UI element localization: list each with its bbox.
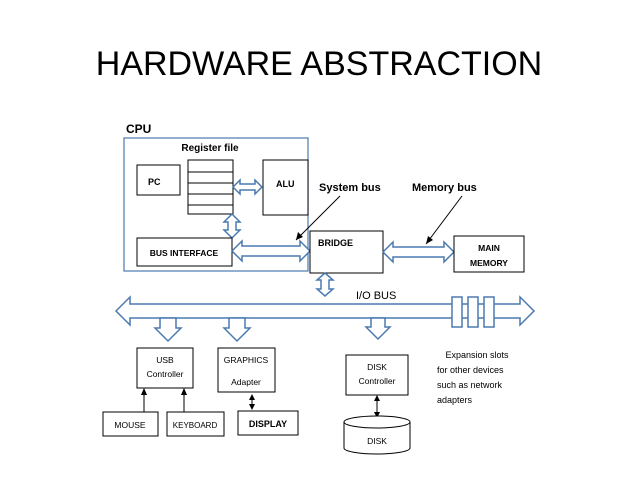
system-bus-label: System bus — [319, 182, 381, 194]
expansion-slots — [451, 296, 495, 328]
alu-box — [262, 159, 309, 216]
usb-label-line2: Controller — [147, 369, 184, 379]
register-file — [187, 159, 234, 215]
disk-cylinder — [343, 415, 411, 455]
display-link-head-top — [249, 394, 255, 400]
mouse-link-head — [141, 388, 147, 395]
expansion-text-line1: Expansion slots — [445, 350, 509, 360]
keyboard-label: KEYBOARD — [173, 421, 218, 430]
expansion-text-line3: such as network — [437, 380, 503, 390]
system-bus-arrow — [230, 239, 312, 263]
io-bus-arrow — [114, 295, 536, 327]
display-label: DISPLAY — [249, 419, 287, 429]
alu-label: ALU — [276, 179, 295, 189]
disk-down-arrow — [364, 317, 392, 341]
system-bus-pointer-head — [296, 232, 303, 240]
io-bus-label: I/O BUS — [356, 290, 396, 302]
display-box — [237, 410, 299, 436]
memory-bus-pointer-head — [426, 236, 433, 244]
disk-controller-box — [345, 354, 409, 396]
disk-label: DISK — [367, 436, 387, 446]
bus-interface-label: BUS INTERFACE — [150, 248, 219, 258]
register-file-label: Register file — [181, 143, 239, 154]
disk-link-head-top — [374, 395, 380, 401]
display-link-head-bottom — [249, 404, 255, 410]
main-memory-box — [453, 235, 525, 273]
main-memory-label-line2: MEMORY — [470, 258, 508, 268]
expansion-text-line2: for other devices — [437, 365, 504, 375]
memory-bus-arrow — [381, 240, 456, 264]
bridge-io-arrow — [315, 272, 335, 297]
usb-label-line1: USB — [156, 355, 174, 365]
usb-controller-box — [136, 347, 194, 389]
mouse-label: MOUSE — [114, 420, 146, 430]
graphics-adapter-box — [217, 347, 276, 393]
expansion-text-line4: adapters — [437, 395, 473, 405]
memory-bus-pointer — [425, 195, 463, 245]
page-title: HARDWARE ABSTRACTION — [96, 45, 542, 83]
mouse-box — [102, 411, 159, 437]
disk-controller-label-line2: Controller — [359, 376, 396, 386]
register-alu-arrow — [231, 178, 264, 196]
disk-controller-label-line1: DISK — [367, 362, 387, 372]
usb-down-arrow — [153, 317, 183, 343]
pc-label: PC — [148, 177, 161, 187]
main-memory-label-line1: MAIN — [478, 243, 500, 253]
pc-box — [136, 164, 181, 196]
register-bus-arrow — [222, 212, 242, 240]
memory-bus-label: Memory bus — [412, 182, 477, 194]
disk-link-head-bottom — [374, 412, 380, 418]
keyboard-link-head — [181, 388, 187, 395]
graphics-down-arrow — [222, 317, 252, 343]
cpu-label: CPU — [126, 122, 151, 136]
graphics-label-line1: GRAPHICS — [224, 355, 269, 365]
keyboard-box — [166, 411, 225, 437]
graphics-label-line2: Adapter — [231, 377, 261, 387]
system-bus-pointer — [295, 195, 341, 241]
bridge-label: BRIDGE — [318, 238, 353, 248]
